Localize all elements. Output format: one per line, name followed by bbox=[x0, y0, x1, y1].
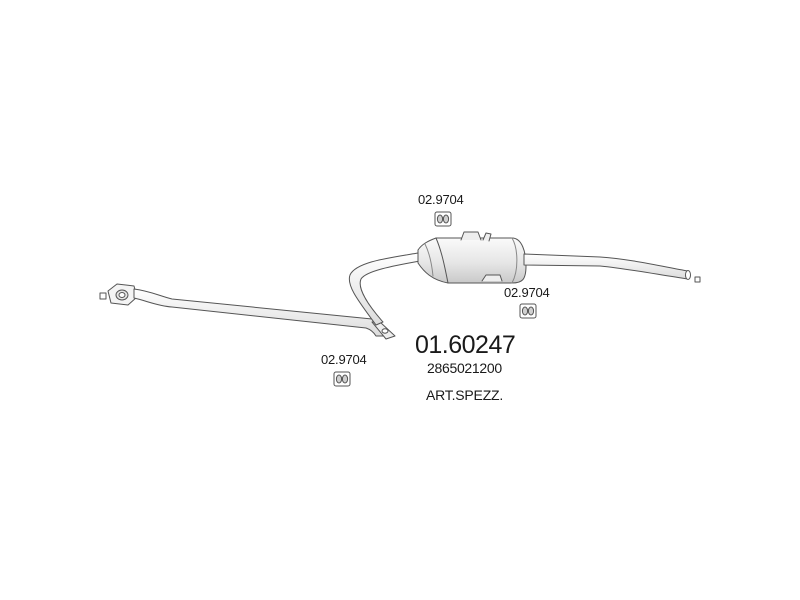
hanger-code-bottom: 02.9704 bbox=[321, 352, 367, 367]
tail-pipe bbox=[523, 253, 691, 280]
part-note: ART.SPEZZ. bbox=[426, 387, 504, 403]
rear-end-tab bbox=[694, 276, 701, 283]
hanger-code-right: 02.9704 bbox=[504, 285, 550, 300]
hanger-code-top: 02.9704 bbox=[418, 192, 464, 207]
front-end-tab bbox=[99, 292, 107, 300]
muffler bbox=[417, 231, 527, 284]
bend-pipe bbox=[348, 252, 421, 326]
rubber-hanger-icon bbox=[434, 211, 452, 227]
front-flange bbox=[107, 283, 138, 306]
rubber-hanger-icon bbox=[519, 303, 537, 319]
part-number: 01.60247 bbox=[415, 331, 516, 359]
rubber-hanger-icon bbox=[333, 371, 351, 387]
oem-code: 2865021200 bbox=[427, 360, 502, 376]
